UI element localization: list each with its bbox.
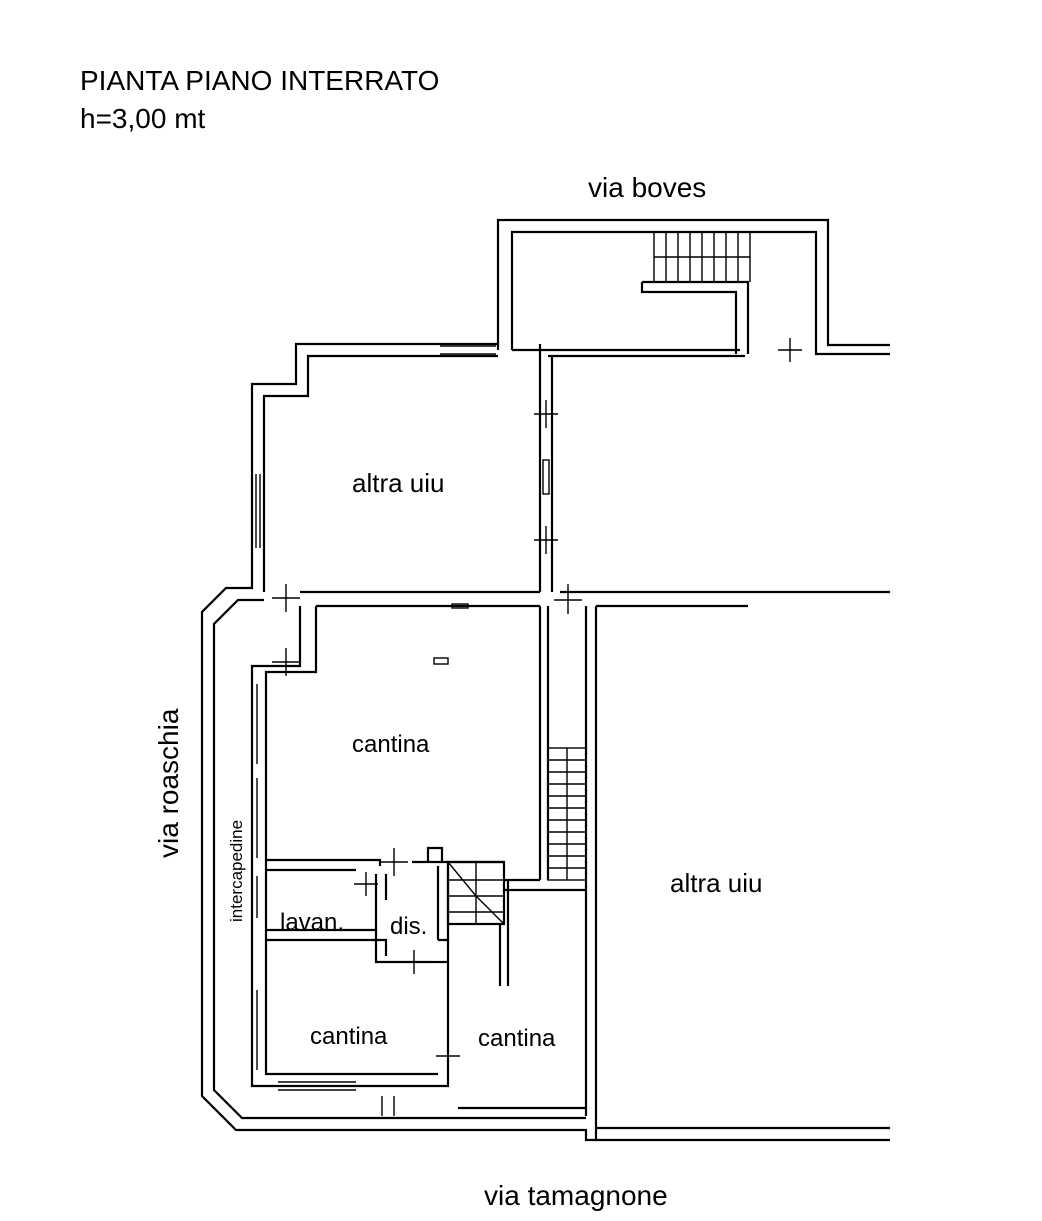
street-label-south: via tamagnone xyxy=(484,1180,668,1211)
room-label-cantina-main: cantina xyxy=(352,731,430,758)
room-label-altra-uiu-right: altra uiu xyxy=(670,868,763,898)
street-label-north: via boves xyxy=(588,172,706,203)
door-marks xyxy=(272,338,802,1068)
room-label-lavanderia: lavan. xyxy=(280,909,344,936)
plan-title: PIANTA PIANO INTERRATO xyxy=(80,65,439,96)
staircase-central xyxy=(547,747,587,881)
walls xyxy=(200,218,890,1142)
room-label-disimpegno: dis. xyxy=(390,913,427,940)
staircase-north xyxy=(653,232,751,282)
room-label-cantina-lower-left: cantina xyxy=(310,1023,388,1050)
staircase-small xyxy=(447,861,505,925)
street-label-west: via roaschia xyxy=(153,708,184,858)
plan-height: h=3,00 mt xyxy=(80,103,206,134)
room-label-cantina-lower-right: cantina xyxy=(478,1025,556,1052)
room-label-altra-uiu-upper: altra uiu xyxy=(352,468,445,498)
room-label-intercapedine: intercapedine xyxy=(227,820,246,922)
